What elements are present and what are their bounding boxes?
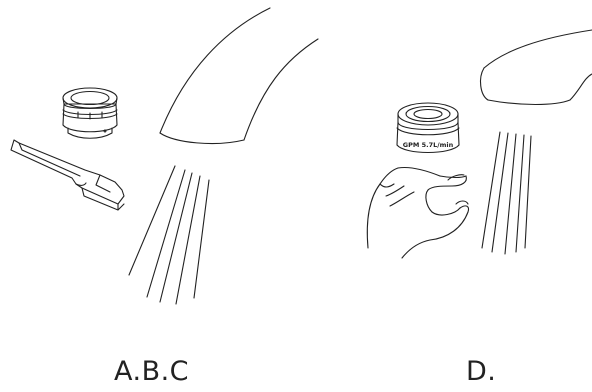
caption-step-d: D. bbox=[466, 356, 497, 387]
water-stream-icon bbox=[481, 131, 532, 255]
water-stream-icon bbox=[128, 165, 210, 305]
faucet-spout-icon bbox=[159, 7, 319, 145]
caption-steps-abc: A.B.C bbox=[114, 356, 190, 387]
aerator-marking: GPM 5.7L/min bbox=[403, 141, 454, 149]
aerator-icon: GPM 5.7L/min bbox=[396, 102, 460, 153]
aerator-icon bbox=[62, 87, 118, 139]
wrench-icon bbox=[10, 139, 125, 211]
hand-icon bbox=[366, 166, 470, 259]
faucet-spout-icon bbox=[479, 29, 592, 106]
